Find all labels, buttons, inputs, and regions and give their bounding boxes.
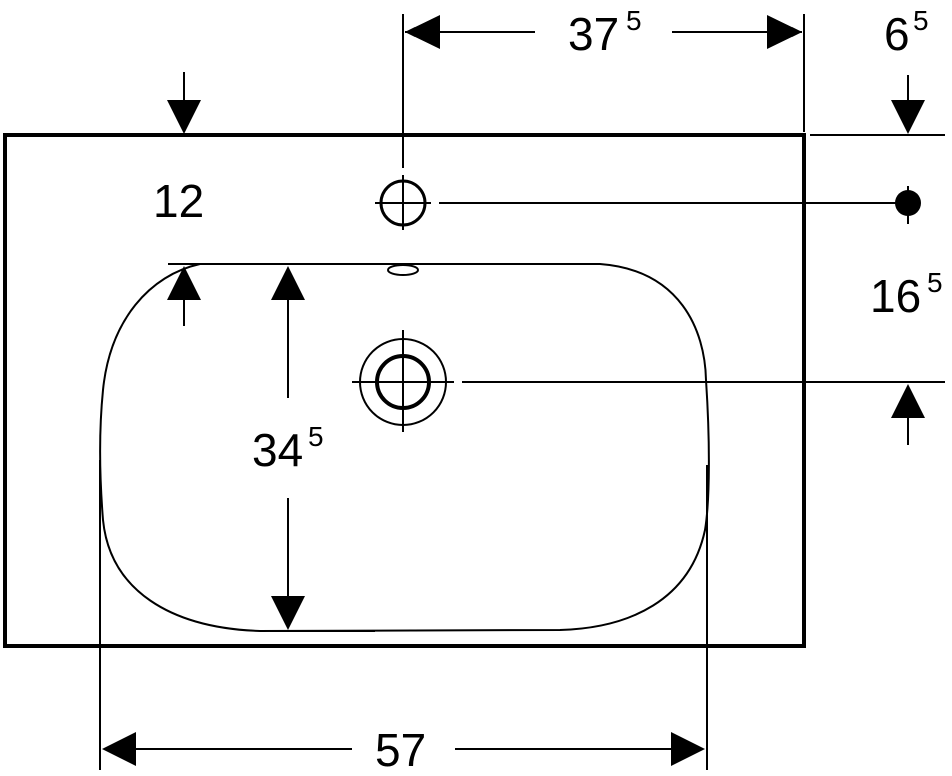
dimension-basin-depth: 34 5: [252, 266, 324, 630]
tap-hole: [375, 175, 431, 230]
dimension-basin-width: 57: [102, 724, 705, 776]
washbasin-outline: [3, 133, 806, 648]
dimension-tap-to-drain: 16 5: [870, 267, 943, 445]
drain: [352, 330, 454, 432]
tap-offset-value: 37: [568, 8, 619, 60]
tap-offset-fraction: 5: [626, 5, 642, 36]
rim-to-tap-axis-value: 6: [884, 8, 910, 60]
dimension-rim-to-tap-axis: 6 5: [884, 5, 929, 224]
dimension-tap-offset: 37 5: [405, 5, 802, 60]
basin-bowl-outline: [99, 263, 710, 633]
tap-to-drain-fraction: 5: [927, 267, 943, 298]
tap-to-drain-value: 16: [870, 270, 921, 322]
rim-thickness-value: 12: [153, 175, 204, 227]
basin-depth-value: 34: [252, 424, 303, 476]
extension-lines: [99, 14, 945, 770]
dimension-rim-thickness: 12: [153, 72, 204, 326]
basin-width-value: 57: [375, 724, 426, 776]
overflow-slot: [387, 264, 419, 276]
basin-depth-fraction: 5: [308, 421, 324, 452]
rim-to-tap-axis-fraction: 5: [913, 5, 929, 36]
